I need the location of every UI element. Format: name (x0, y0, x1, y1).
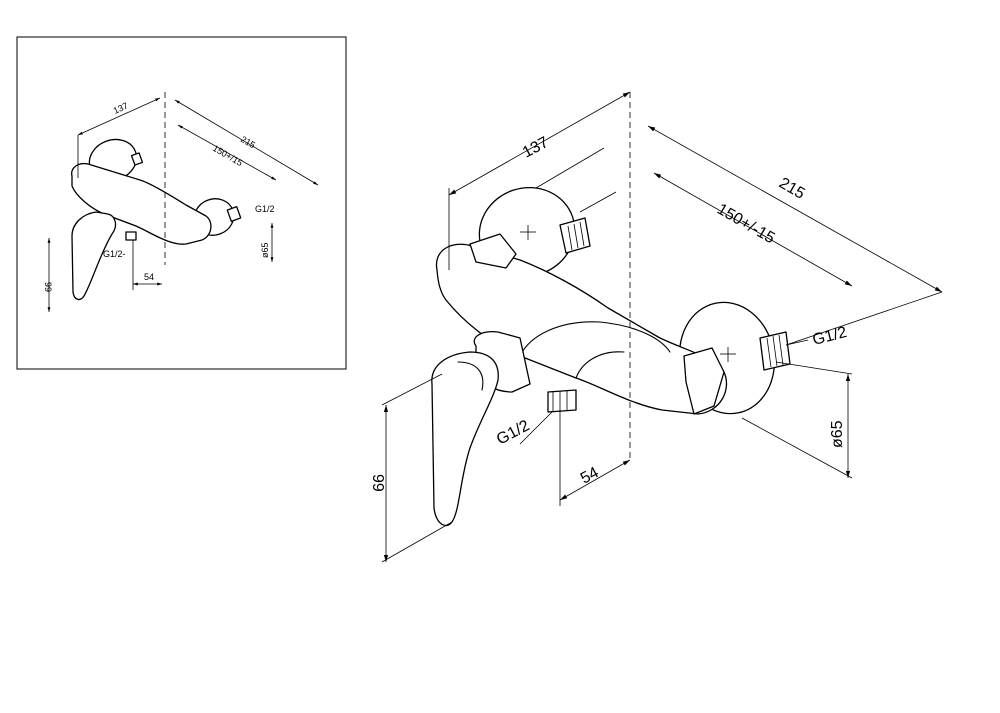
depth-label: 137 (520, 134, 552, 162)
width-dim-line (647, 125, 943, 293)
rosette-label: ø65 (829, 420, 846, 448)
lever-handle (431, 351, 499, 527)
depth-dim-line (448, 91, 631, 196)
spacing-label: 150+/-15 (714, 201, 778, 248)
thumb-rosette-label: ø65 (260, 242, 270, 258)
outlet-thread-leader (519, 411, 553, 445)
spacing-dim-line (653, 172, 853, 287)
thumb-outlet-label: G1/2- (103, 249, 126, 259)
valve-body (435, 243, 728, 415)
height-label: 99 (369, 474, 386, 492)
main-faucet (431, 186, 791, 527)
thumb-offset-label: 54 (144, 272, 154, 282)
left-hex-nut (469, 233, 517, 269)
inlet-thread-label: G1/2 (811, 324, 849, 349)
left-thread (559, 217, 591, 254)
outlet-connector (547, 389, 577, 413)
thumb-height-label: 99 (43, 282, 53, 292)
thumbnail-dimensions (47, 92, 319, 312)
right-hex-nut (683, 347, 725, 415)
width-label: 215 (776, 175, 808, 203)
offset-dim-line (559, 459, 631, 501)
outlet-thread-label: G1/2 (494, 417, 533, 448)
thumbnail-panel: 137 215 150+/15 G1/2 ø65 G1/2- 54 99 (16, 36, 347, 370)
main-dimensions (381, 91, 943, 563)
offset-label: 54 (578, 464, 602, 487)
thumb-inlet-label: G1/2 (255, 204, 275, 214)
thumbnail-faucet (71, 138, 242, 301)
